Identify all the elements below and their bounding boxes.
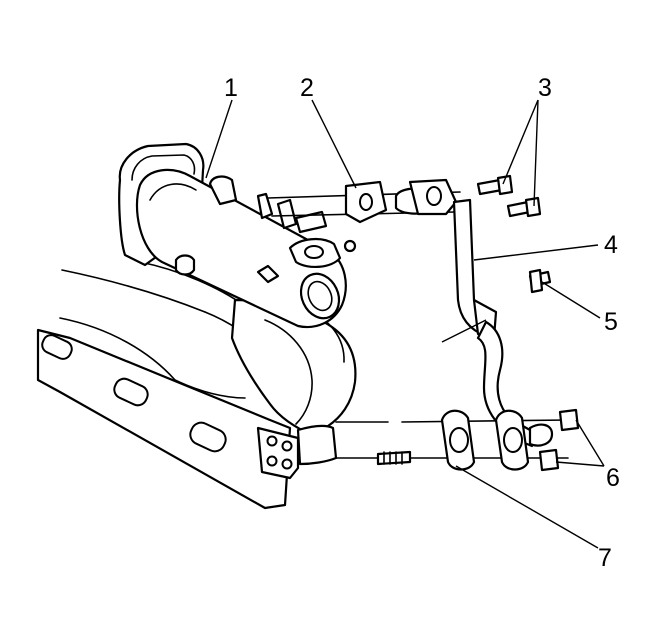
callout-4: 4: [604, 231, 618, 259]
egr-pipe: [452, 198, 554, 448]
bolts-upper: [476, 174, 542, 218]
callout-2: 2: [300, 74, 314, 102]
callout-1: 1: [224, 74, 238, 102]
egr-pipe-lower: [335, 408, 580, 472]
callout-3: 3: [538, 74, 552, 102]
egr-pipe-upper: [267, 178, 461, 224]
leader-lines: [205, 99, 605, 549]
egr-cooler: [118, 142, 357, 329]
callout-6: 6: [606, 464, 620, 492]
callout-7: 7: [598, 544, 612, 572]
callout-5: 5: [604, 308, 618, 336]
exhaust-manifold: [36, 261, 357, 510]
bolt-bracket: [528, 268, 552, 294]
